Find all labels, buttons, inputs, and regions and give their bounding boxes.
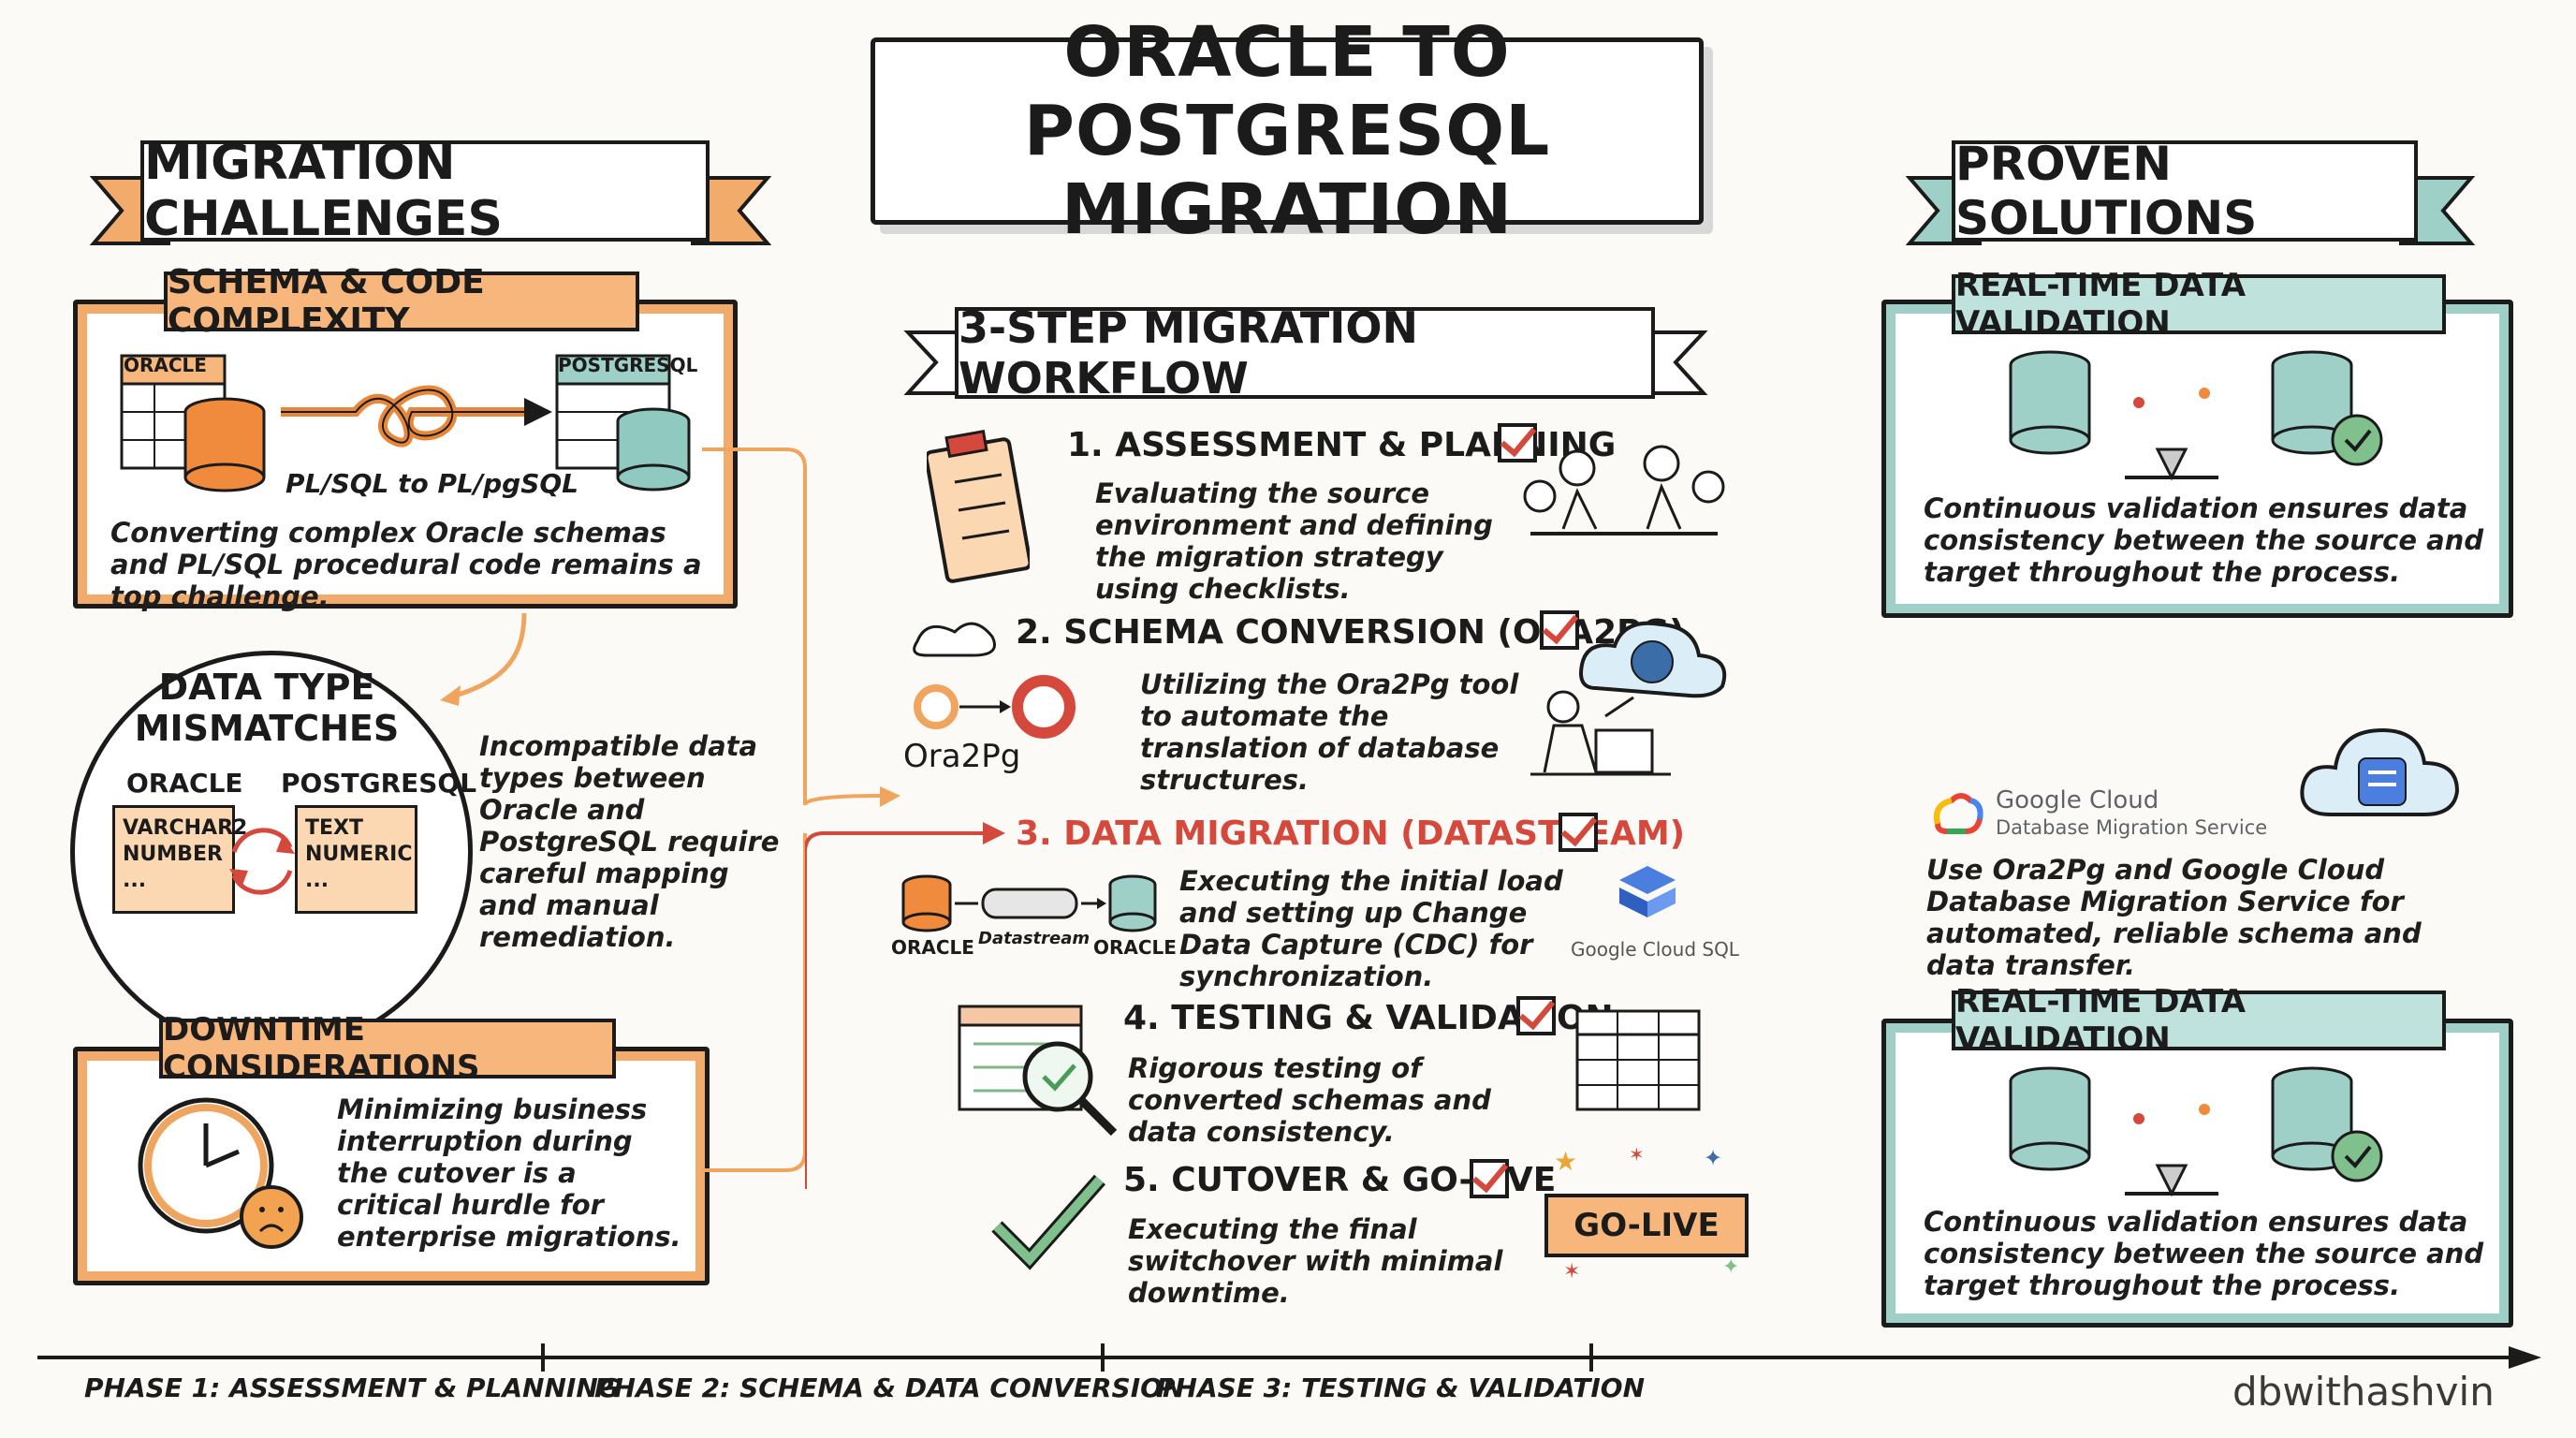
ora2pg-tool-label: Ora2Pg xyxy=(903,738,1021,775)
validation1-tag: REAL-TIME DATA VALIDATION xyxy=(1952,267,2446,342)
step4-desc: Rigorous testing of converted schemas an… xyxy=(1128,1052,1491,1148)
step3-dst-label: ORACLE xyxy=(1093,936,1177,959)
svg-text:★: ★ xyxy=(1554,1146,1577,1177)
step1-desc: Evaluating the source environment and de… xyxy=(1095,477,1493,605)
confetti-icon: ★ ✦ ✶ ✦ ✶ xyxy=(1554,1143,1739,1283)
main-title-box: ORACLE TO POSTGRESQL MIGRATION xyxy=(871,13,1704,249)
dms-product-label: Database Migration Service xyxy=(1996,816,2268,839)
team-meeting-icon xyxy=(1523,445,1725,536)
red-connector xyxy=(805,822,1005,1189)
big-checkmark-icon xyxy=(991,1174,1105,1270)
pg-types: TEXT NUMERIC ... xyxy=(305,816,413,892)
datatype-oracle-col: ORACLE xyxy=(126,768,243,799)
schema-conversion-illustration xyxy=(120,354,691,492)
phase-1-label: PHASE 1: ASSESSMENT & PLANNING xyxy=(84,1372,620,1403)
validation1-desc: Continuous validation ensures data consi… xyxy=(1924,492,2484,588)
main-title: ORACLE TO POSTGRESQL MIGRATION xyxy=(1023,12,1551,250)
svg-text:✶: ✶ xyxy=(1629,1143,1645,1166)
timeline-axis xyxy=(37,1343,2541,1372)
schema-arrow-label: PL/SQL to PL/pgSQL xyxy=(285,468,579,499)
datatype-title: DATA TYPE MISMATCHES xyxy=(134,667,400,749)
step3-src-label: ORACLE xyxy=(891,936,974,959)
schema-complexity-desc: Converting complex Oracle schemas and PL… xyxy=(110,517,702,612)
schema-complexity-tag: SCHEMA & CODE COMPLEXITY xyxy=(164,263,639,340)
cloud-database-icon xyxy=(2300,727,2460,816)
cloud-sql-logo-icon xyxy=(1619,866,1676,917)
step3-checkbox-icon xyxy=(1559,813,1598,852)
validation2-tag: REAL-TIME DATA VALIDATION xyxy=(1952,983,2446,1058)
validation2-panel xyxy=(1881,1019,2513,1328)
validation1-illustration xyxy=(2009,350,2383,481)
step3-desc: Executing the initial load and setting u… xyxy=(1179,865,1563,992)
svg-text:✦: ✦ xyxy=(1704,1145,1722,1171)
schema-oracle-label: ORACLE xyxy=(124,354,207,376)
schema-pg-label: POSTGRESQL xyxy=(558,354,698,376)
dms-desc: Use Ora2Pg and Google Cloud Database Mig… xyxy=(1926,854,2422,981)
svg-text:✦: ✦ xyxy=(1722,1255,1739,1279)
step2-desc: Utilizing the Ora2Pg tool to automate th… xyxy=(1140,668,1519,796)
validation2-illustration xyxy=(2009,1066,2383,1197)
step4-checkbox-icon xyxy=(1516,996,1556,1035)
go-live-badge: GO-LIVE xyxy=(1544,1194,1749,1257)
step5-desc: Executing the final switchover with mini… xyxy=(1128,1213,1503,1309)
checklist-grid-icon xyxy=(1575,1009,1701,1111)
validation2-desc: Continuous validation ensures data consi… xyxy=(1924,1206,2484,1301)
watermark: dbwithashvin xyxy=(2232,1369,2495,1415)
step5-checkbox-icon xyxy=(1470,1159,1509,1198)
clock-sad-icon xyxy=(138,1097,303,1249)
cloud-sql-logo-label: Google Cloud SQL xyxy=(1571,938,1739,961)
challenges-connector-arrow xyxy=(440,612,527,706)
test-search-icon xyxy=(958,1005,1118,1137)
gears-icon xyxy=(913,622,1076,739)
validation1-panel xyxy=(1881,300,2513,618)
step2-checkbox-icon xyxy=(1540,610,1579,650)
step1-checkbox-icon xyxy=(1498,423,1537,462)
swap-arrows-icon xyxy=(229,828,295,895)
solutions-heading: PROVEN SOLUTIONS xyxy=(1952,137,2418,245)
svg-text:✶: ✶ xyxy=(1563,1260,1580,1283)
datatype-desc: Incompatible data types between Oracle a… xyxy=(479,730,780,953)
oracle-types-box: VARCHAR2 NUMBER ... xyxy=(112,805,248,914)
downtime-desc: Minimizing business interruption during … xyxy=(337,1093,681,1253)
challenges-heading: MIGRATION CHALLENGES xyxy=(140,135,710,247)
cloud-postgres-dev-icon xyxy=(1530,621,1727,776)
pg-types-box: TEXT NUMERIC ... xyxy=(295,805,417,914)
downtime-tag: DOWNTIME CONSIDERATIONS xyxy=(159,1011,616,1086)
oracle-types: VARCHAR2 NUMBER ... xyxy=(123,816,248,892)
phase-2-label: PHASE 2: SCHEMA & DATA CONVERSION xyxy=(594,1372,1185,1403)
google-cloud-brand: Google Cloud xyxy=(1996,786,2159,814)
google-cloud-logo-icon xyxy=(1934,793,1983,834)
clipboard-icon xyxy=(927,430,1030,583)
datatype-pg-col: POSTGRESQL xyxy=(281,768,477,799)
step3-pipe-label: Datastream xyxy=(978,929,1090,948)
workflow-heading: 3-STEP MIGRATION WORKFLOW xyxy=(955,302,1655,404)
datastream-pipeline-icon xyxy=(901,874,1157,932)
phase-3-label: PHASE 3: TESTING & VALIDATION xyxy=(1156,1372,1646,1403)
